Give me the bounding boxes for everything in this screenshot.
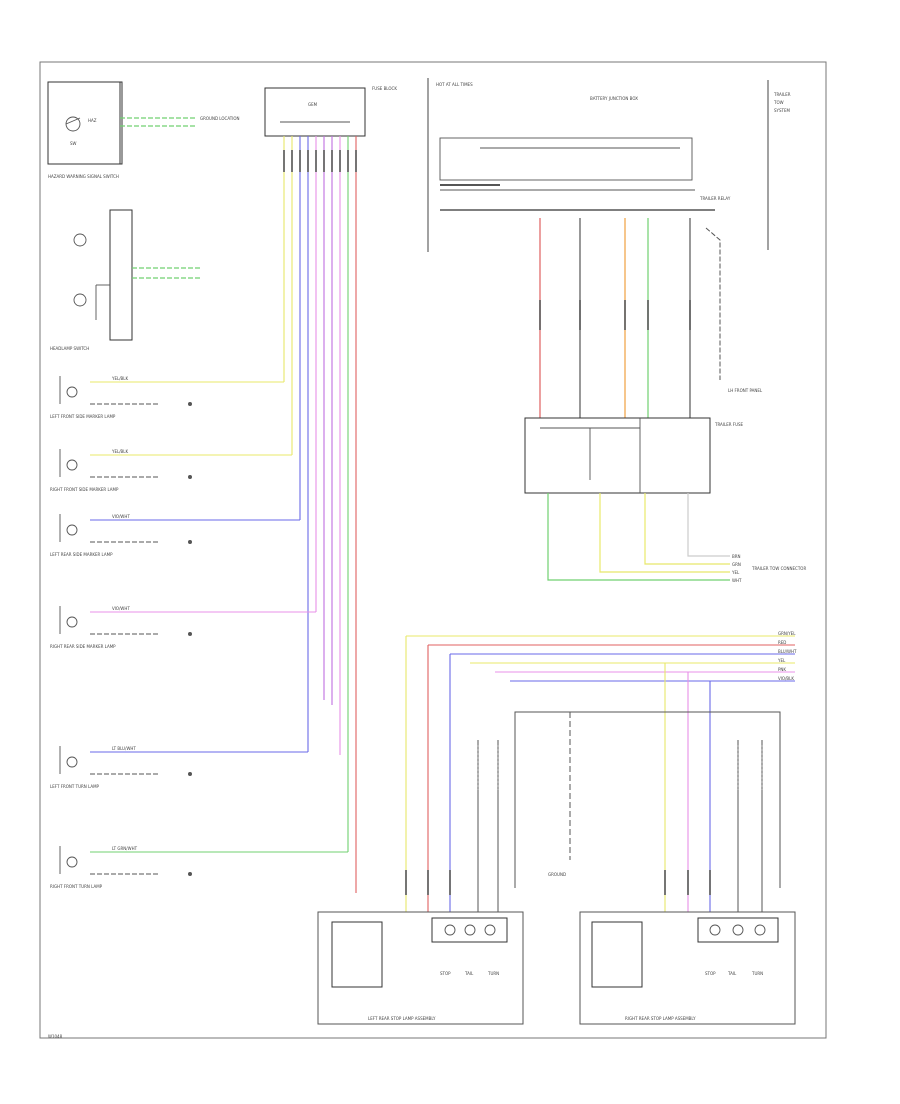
lh-rear-lamp-assembly: [317, 911, 524, 1025]
harness-wire-label: GRN/YEL: [778, 631, 796, 636]
multifunction-wires: [132, 267, 200, 279]
svg-text:SYSTEM: SYSTEM: [774, 108, 790, 113]
svg-text:TOW: TOW: [773, 100, 784, 105]
lamp-name: RIGHT FRONT SIDE MARKER LAMP: [50, 487, 119, 492]
wire-color-label: YEL/BLK: [111, 449, 129, 454]
rear-lamp-label: TURN: [751, 971, 763, 976]
left-lamp-1: YEL/BLK LEFT FRONT SIDE MARKER LAMP: [50, 376, 284, 419]
ground-dot: [188, 540, 192, 544]
harness-wire-label: YEL: [777, 658, 786, 663]
rear-lamp-label: TAIL: [464, 971, 474, 976]
trailer-wires: [539, 218, 721, 418]
left-lamp-5: LT BLU/WHT LEFT FRONT TURN LAMP: [50, 746, 308, 789]
ground-dot: [188, 632, 192, 636]
ground-dot: [188, 872, 192, 876]
bulb-icon: [66, 459, 78, 471]
diagram-frame: [39, 61, 827, 1039]
rear-lamp-label: TAIL: [727, 971, 737, 976]
module-label: GEM: [308, 102, 318, 107]
left-lamp-3: VIO/WHT LEFT REAR SIDE MARKER LAMP: [50, 514, 300, 557]
rear-lamp-labels: STOP TAIL TURN STOP TAIL TURN: [440, 971, 763, 976]
trailer-relay-label: TRAILER RELAY: [699, 196, 731, 201]
rh-rear-label: RIGHT REAR STOP LAMP ASSEMBLY: [625, 1016, 696, 1021]
rear-lamp-label: TURN: [487, 971, 499, 976]
wire-color-label: LT GRN/WHT: [112, 846, 138, 851]
bulb-icon: [66, 524, 78, 536]
harness-wire-label: RED: [778, 640, 786, 645]
harness-wire-label: BLU/WHT: [778, 649, 797, 654]
page-code: W1048: [48, 1034, 63, 1039]
wire-color-label: VIO/WHT: [112, 514, 130, 519]
trailer-module: [524, 417, 711, 494]
hot-at-all-times: HOT AT ALL TIMES: [436, 82, 473, 87]
rear-lamp-label: STOP: [705, 971, 716, 976]
ground-dot: [188, 402, 192, 406]
bulb-icon: [66, 756, 78, 768]
rear-ground-label: GROUND: [548, 872, 566, 877]
multifunction-label: HEADLAMP SWITCH: [50, 346, 89, 351]
svg-text:HAZ: HAZ: [88, 118, 97, 123]
battery-junction-label: BATTERY JUNCTION BOX: [590, 96, 638, 101]
electronic-module: GEM: [264, 87, 366, 137]
bulb-icon: [66, 386, 78, 398]
ground-dot: [188, 772, 192, 776]
ground-dot: [188, 475, 192, 479]
trailer-pin-label: GRN: [732, 562, 741, 567]
trailer-connector-label: TRAILER TOW CONNECTOR: [751, 566, 806, 571]
lh-rear-label: LEFT REAR STOP LAMP ASSEMBLY: [368, 1016, 436, 1021]
svg-text:SW: SW: [70, 141, 77, 146]
multifunction-switch: [73, 209, 133, 341]
svg-text:TRAILER: TRAILER: [773, 92, 791, 97]
lh-ground-label: LH FRONT PANEL: [728, 388, 763, 393]
hazard-switch-label: HAZARD WARNING SIGNAL SWITCH: [48, 174, 119, 179]
harness-wire-label: PNK: [778, 667, 786, 672]
wire-color-label: VIO/WHT: [112, 606, 130, 611]
trailer-pin-label: YEL: [731, 570, 740, 575]
wire-color-label: YEL/BLK: [111, 376, 129, 381]
lamp-name: RIGHT REAR SIDE MARKER LAMP: [50, 644, 116, 649]
hazard-wires: [120, 117, 195, 127]
bulb-icon: [66, 856, 78, 868]
fuse-block-label: FUSE BLOCK: [372, 86, 397, 91]
rh-rear-lamp-assembly: [579, 911, 796, 1025]
lamp-name: RIGHT FRONT TURN LAMP: [50, 884, 103, 889]
trailer-pin-label: WHT: [732, 578, 742, 583]
bulb-icon: [66, 616, 78, 628]
left-lamp-6: LT GRN/WHT RIGHT FRONT TURN LAMP: [50, 846, 348, 889]
lamp-name: LEFT FRONT TURN LAMP: [50, 784, 100, 789]
hazard-dest-label: GROUND LOCATION: [200, 116, 240, 121]
lamp-name: LEFT FRONT SIDE MARKER LAMP: [50, 414, 116, 419]
left-lamp-2: YEL/BLK RIGHT FRONT SIDE MARKER LAMP: [50, 449, 292, 492]
gem-wire-bundle: [283, 136, 357, 893]
left-lamp-4: VIO/WHT RIGHT REAR SIDE MARKER LAMP: [50, 606, 316, 649]
hazard-switch: HAZ SW: [47, 81, 123, 165]
right-edge-note: TRAILER TOW SYSTEM: [767, 80, 791, 250]
trailer-connector-labels: BRN GRN YEL WHT: [731, 554, 742, 583]
harness-wire-label: VIO/BLK: [778, 676, 794, 681]
lamp-name: LEFT REAR SIDE MARKER LAMP: [50, 552, 113, 557]
battery-junction: [427, 78, 715, 252]
trailer-fuse-label: TRAILER FUSE: [714, 422, 744, 427]
rear-lamp-label: STOP: [440, 971, 451, 976]
rear-harness: GRN/YEL RED BLU/WHT YEL PNK VIO/BLK: [405, 631, 797, 912]
wire-color-label: LT BLU/WHT: [112, 746, 136, 751]
trailer-out-wires: [547, 493, 730, 581]
rear-ground: GROUND: [514, 711, 781, 888]
trailer-pin-label: BRN: [732, 554, 741, 559]
trailer-ground-wire: [705, 227, 721, 380]
